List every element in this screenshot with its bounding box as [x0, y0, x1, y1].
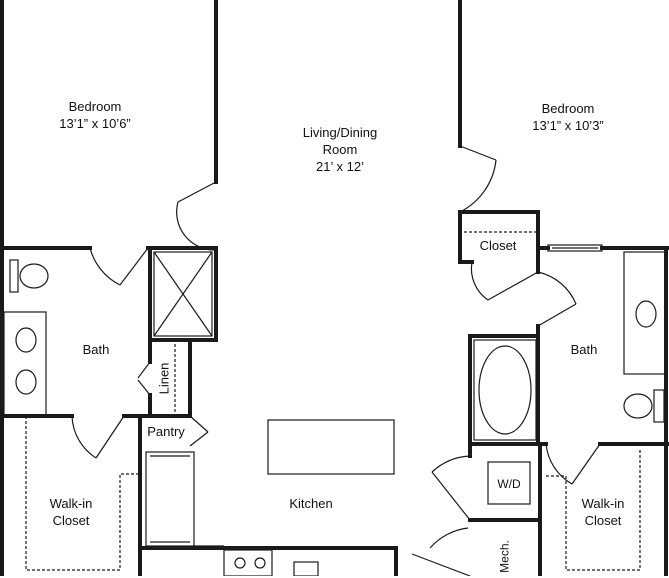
room-label-bedroom-right: Bedroom 13’1” x 10’3” — [513, 100, 623, 134]
room-name-line1: Living/Dining — [302, 125, 378, 140]
room-name-line2: Closet — [52, 513, 90, 528]
room-label-wd: W/D — [488, 476, 530, 493]
room-name: Pantry — [147, 424, 185, 439]
room-name-line2: Closet — [584, 513, 622, 528]
room-label-walkin-left: Walk-in Closet — [36, 495, 106, 529]
room-label-mech: Mech. — [497, 536, 514, 578]
room-label-bedroom-left: Bedroom 13’1” x 10’6” — [40, 98, 150, 132]
room-name: Bath — [82, 342, 110, 357]
room-name: Bedroom — [541, 101, 595, 116]
fixtures — [3, 231, 667, 576]
room-label-walkin-right: Walk-in Closet — [568, 495, 638, 529]
room-name: Kitchen — [289, 496, 333, 511]
room-dimensions: 13’1” x 10’3” — [532, 118, 604, 133]
room-name-line1: Walk-in — [581, 496, 625, 511]
room-name: Bedroom — [68, 99, 122, 114]
room-dimensions: 21’ x 12’ — [316, 159, 364, 174]
room-name: Linen — [156, 362, 172, 395]
room-label-pantry: Pantry — [142, 423, 190, 440]
room-name-line2: Room — [322, 142, 358, 157]
room-name: Closet — [479, 238, 517, 253]
room-name: Mech. — [497, 540, 512, 573]
room-name: Bath — [570, 342, 598, 357]
room-label-bath-left: Bath — [66, 341, 126, 358]
room-label-kitchen: Kitchen — [276, 495, 346, 512]
room-label-closet-right: Closet — [468, 237, 528, 254]
room-dimensions: 13’1” x 10’6” — [59, 116, 131, 131]
doors — [71, 145, 601, 576]
room-label-bath-right: Bath — [554, 341, 614, 358]
room-label-living-dining: Living/Dining Room 21’ x 12’ — [280, 124, 400, 175]
room-name-line1: Walk-in — [49, 496, 93, 511]
room-label-linen: Linen — [156, 355, 173, 403]
room-name: W/D — [497, 477, 521, 491]
